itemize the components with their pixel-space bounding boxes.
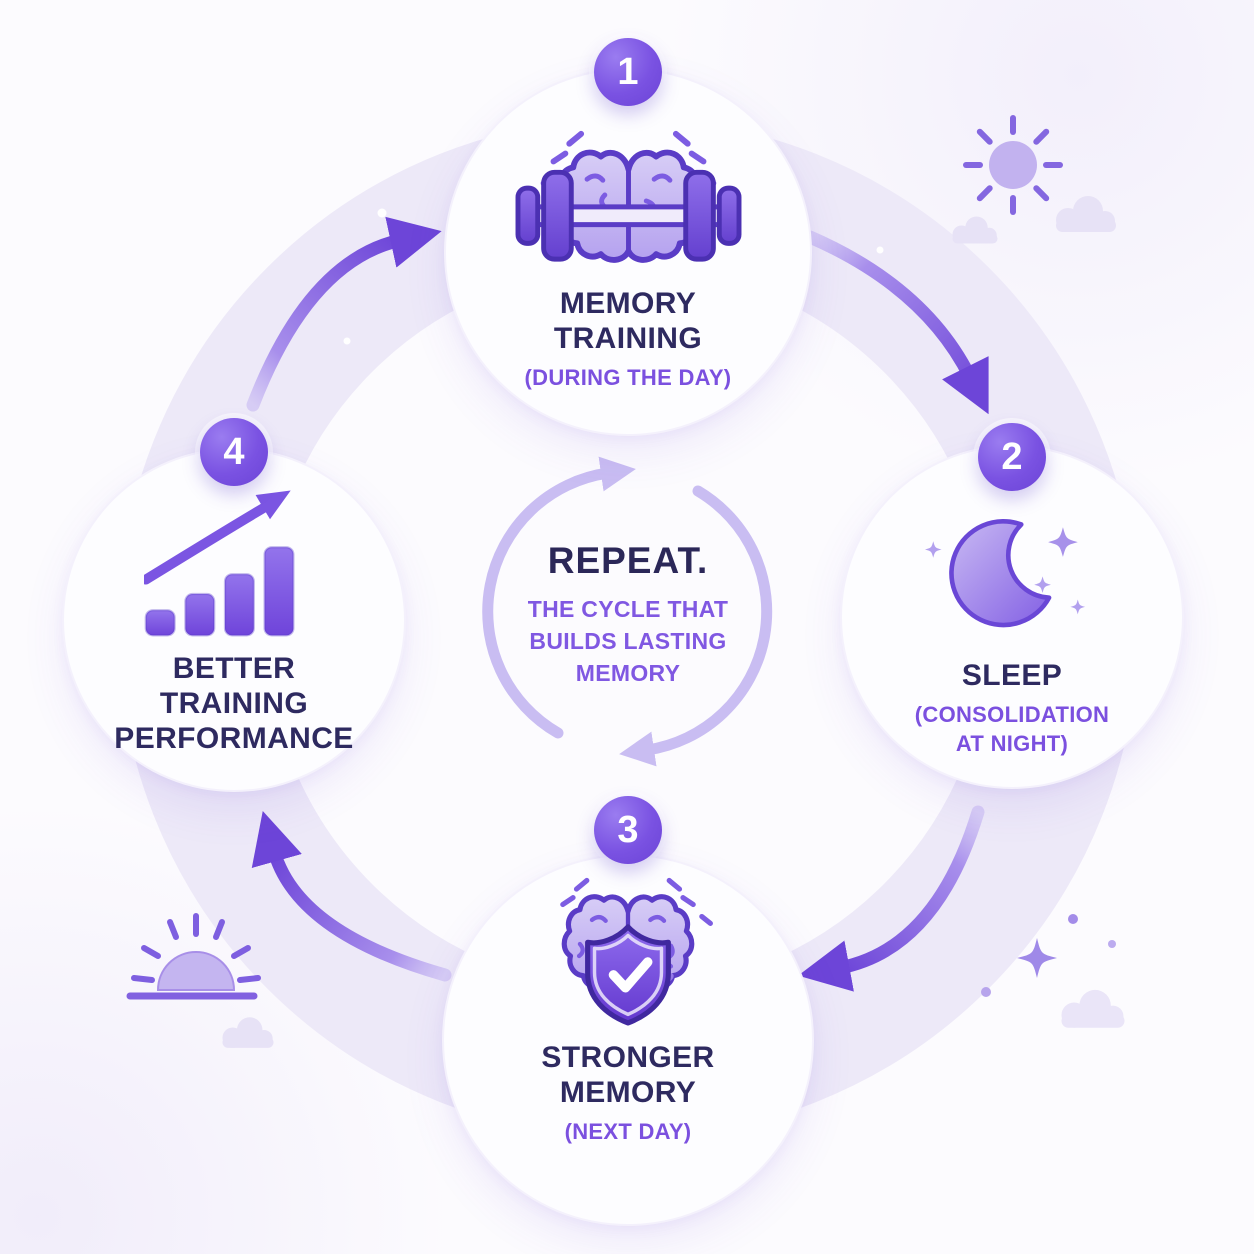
cycle-arrows-icon xyxy=(482,456,773,767)
brain-dumbbell-icon xyxy=(515,130,741,263)
flow-arrow-2-to-3 xyxy=(798,805,985,992)
cloud-icon xyxy=(1061,989,1125,1028)
crescent-moon-stars-icon xyxy=(924,518,1086,628)
step-number-badge: 4 xyxy=(200,418,268,486)
flow-arrow-3-to-4 xyxy=(251,810,452,982)
step-subtitle: (CONSOLIDATION AT NIGHT) xyxy=(914,702,1110,756)
sparkle-dot xyxy=(981,987,991,997)
star-sparkles xyxy=(924,527,1086,615)
check-mark xyxy=(608,957,653,993)
step-number-badge: 3 xyxy=(594,796,662,864)
cloud-icon xyxy=(1056,196,1116,232)
sun-icon xyxy=(963,115,1063,215)
step-node-stronger-memory: 3 xyxy=(444,796,812,1224)
burst-dashes xyxy=(560,877,713,926)
band-sparkle-dot xyxy=(377,208,387,218)
band-sparkle-dot xyxy=(876,246,884,254)
step-number-badge: 1 xyxy=(594,38,662,106)
sparkle-dot xyxy=(1068,914,1078,924)
step-node-sleep: 2 SLEEP (CONSOLIDATION AT NIGHT) xyxy=(842,423,1182,787)
step-node-better-performance: 4 BETTER TRAINING PERFORMANCE xyxy=(64,418,404,790)
sparkle-icon xyxy=(1017,938,1057,978)
step-subtitle: (DURING THE DAY) xyxy=(524,365,732,391)
sunrise-icon xyxy=(126,913,261,1000)
flow-arrow-4-to-1 xyxy=(246,216,442,412)
growth-arrow-head xyxy=(255,490,291,520)
cloud-icon xyxy=(222,1017,274,1048)
brain-shield-check-icon xyxy=(560,877,713,1026)
center-title: REPEAT. xyxy=(547,540,709,581)
step-node-memory-training: 1 xyxy=(446,38,810,434)
step-title: MEMORY TRAINING xyxy=(553,287,703,356)
growth-arrow xyxy=(144,498,277,585)
chart-bars xyxy=(144,546,295,637)
growth-bar-chart-icon xyxy=(144,490,295,637)
step-number-badge: 2 xyxy=(978,423,1046,491)
flow-arrow-1-to-2 xyxy=(803,230,989,415)
center-caption: REPEAT. THE CYCLE THAT BUILDS LASTING ME… xyxy=(478,540,778,689)
step-title: BETTER TRAINING PERFORMANCE xyxy=(114,652,354,756)
step-subtitle: (NEXT DAY) xyxy=(564,1119,692,1145)
band-sparkle-dot xyxy=(343,337,351,345)
step-title: SLEEP xyxy=(961,659,1063,692)
step-title: STRONGER MEMORY xyxy=(541,1041,715,1110)
cloud-icon xyxy=(952,216,998,244)
sparkle-dot xyxy=(1108,940,1116,948)
center-subtitle: THE CYCLE THAT BUILDS LASTING MEMORY xyxy=(527,595,729,686)
